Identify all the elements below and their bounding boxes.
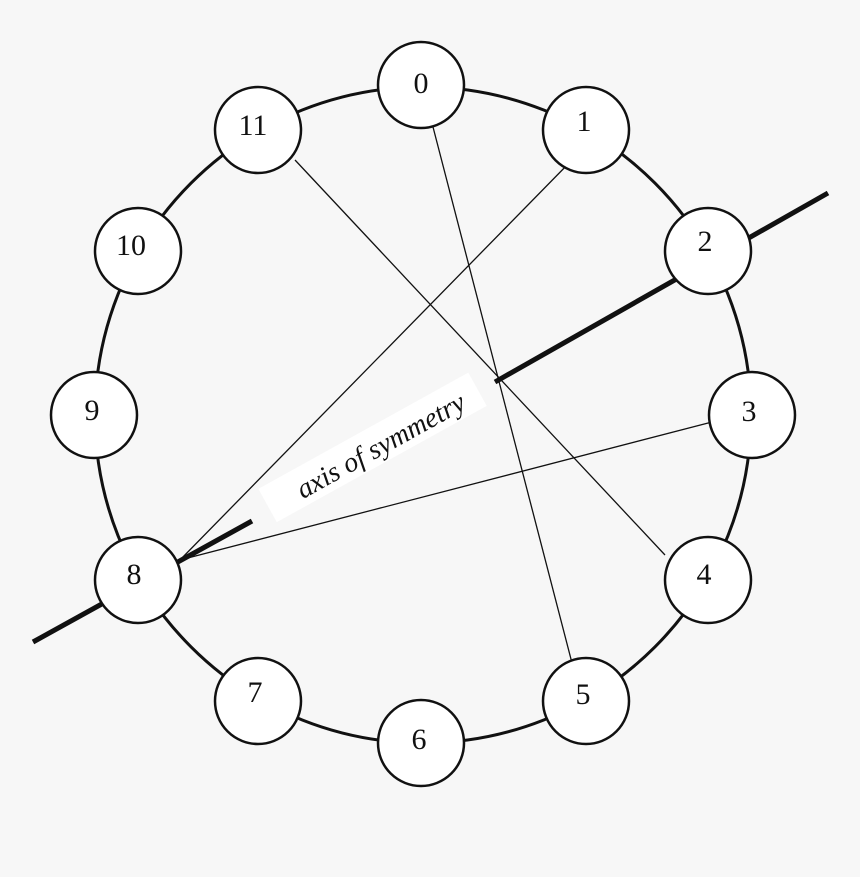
- node-label: 6: [412, 723, 427, 756]
- node-circle: [663, 206, 753, 296]
- node-8: 8: [93, 535, 183, 625]
- node-circle: [376, 698, 466, 788]
- node-label: 1: [577, 105, 592, 138]
- chord-3-8: [179, 421, 713, 561]
- node-label: 10: [116, 229, 146, 262]
- node-9: 9: [49, 370, 139, 460]
- node-1: 1: [541, 85, 631, 175]
- node-6: 6: [376, 698, 466, 788]
- node-circle: [49, 370, 139, 460]
- node-circle: [541, 656, 631, 746]
- node-label: 7: [248, 676, 263, 709]
- node-0: 0: [376, 40, 466, 130]
- chord-11-4: [294, 159, 666, 556]
- node-circle: [93, 206, 183, 296]
- node-label: 4: [697, 558, 712, 591]
- node-circle: [707, 370, 797, 460]
- chord-1-8: [179, 159, 573, 561]
- node-3: 3: [707, 370, 797, 460]
- node-label: 0: [414, 67, 429, 100]
- node-11: 11: [213, 85, 303, 175]
- node-label: 8: [127, 558, 142, 591]
- node-label: 11: [239, 109, 268, 142]
- chord-0-5: [432, 126, 573, 664]
- node-7: 7: [213, 656, 303, 746]
- axis-line-upper: [493, 190, 830, 385]
- node-4: 4: [663, 535, 753, 625]
- node-circle: [376, 40, 466, 130]
- axis-label-backing: [258, 372, 487, 523]
- node-label: 2: [698, 225, 713, 258]
- node-2: 2: [663, 206, 753, 296]
- node-5: 5: [541, 656, 631, 746]
- chord-lines: [179, 126, 713, 664]
- node-10: 10: [93, 206, 183, 296]
- node-circle: [93, 535, 183, 625]
- node-label: 9: [85, 394, 100, 427]
- node-circle: [663, 535, 753, 625]
- node-label: 3: [742, 395, 757, 428]
- node-circle: [213, 656, 303, 746]
- node-circle: [541, 85, 631, 175]
- node-label: 5: [576, 678, 591, 711]
- node-circle: [213, 85, 303, 175]
